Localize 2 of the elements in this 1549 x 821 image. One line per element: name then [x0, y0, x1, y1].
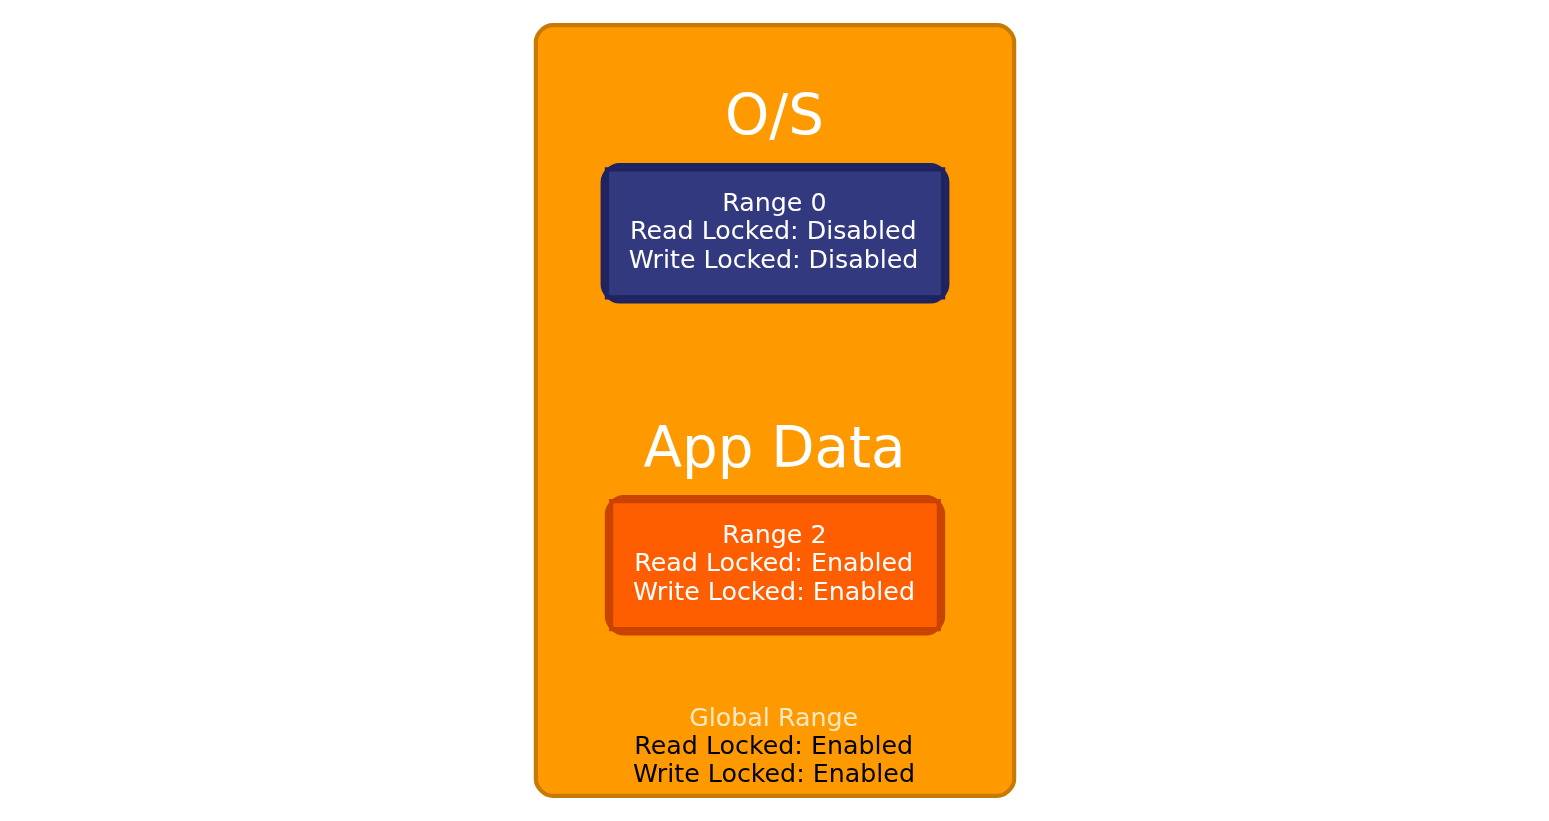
node-label: App Data: [642, 414, 906, 480]
node-label: O/S: [724, 82, 824, 148]
